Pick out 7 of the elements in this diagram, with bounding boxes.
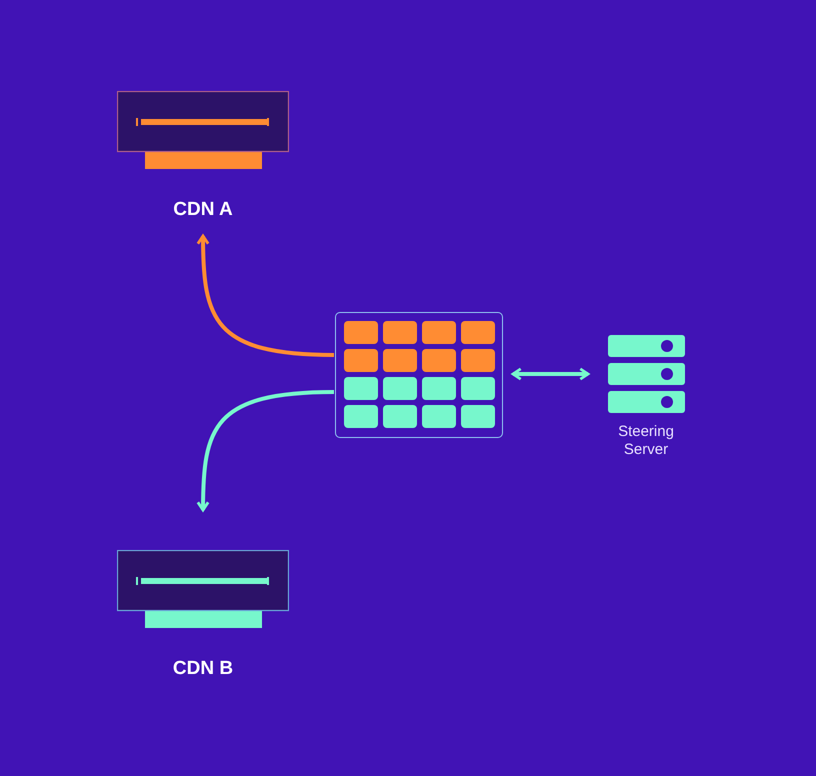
arrow [512, 367, 590, 381]
server-label: Steering Server [617, 423, 675, 459]
arrow [196, 234, 334, 357]
arrow [196, 390, 334, 512]
tile-grid-panel [335, 312, 503, 438]
cdn-label: CDN A [172, 199, 234, 221]
cdn-label: CDN B [172, 658, 234, 680]
